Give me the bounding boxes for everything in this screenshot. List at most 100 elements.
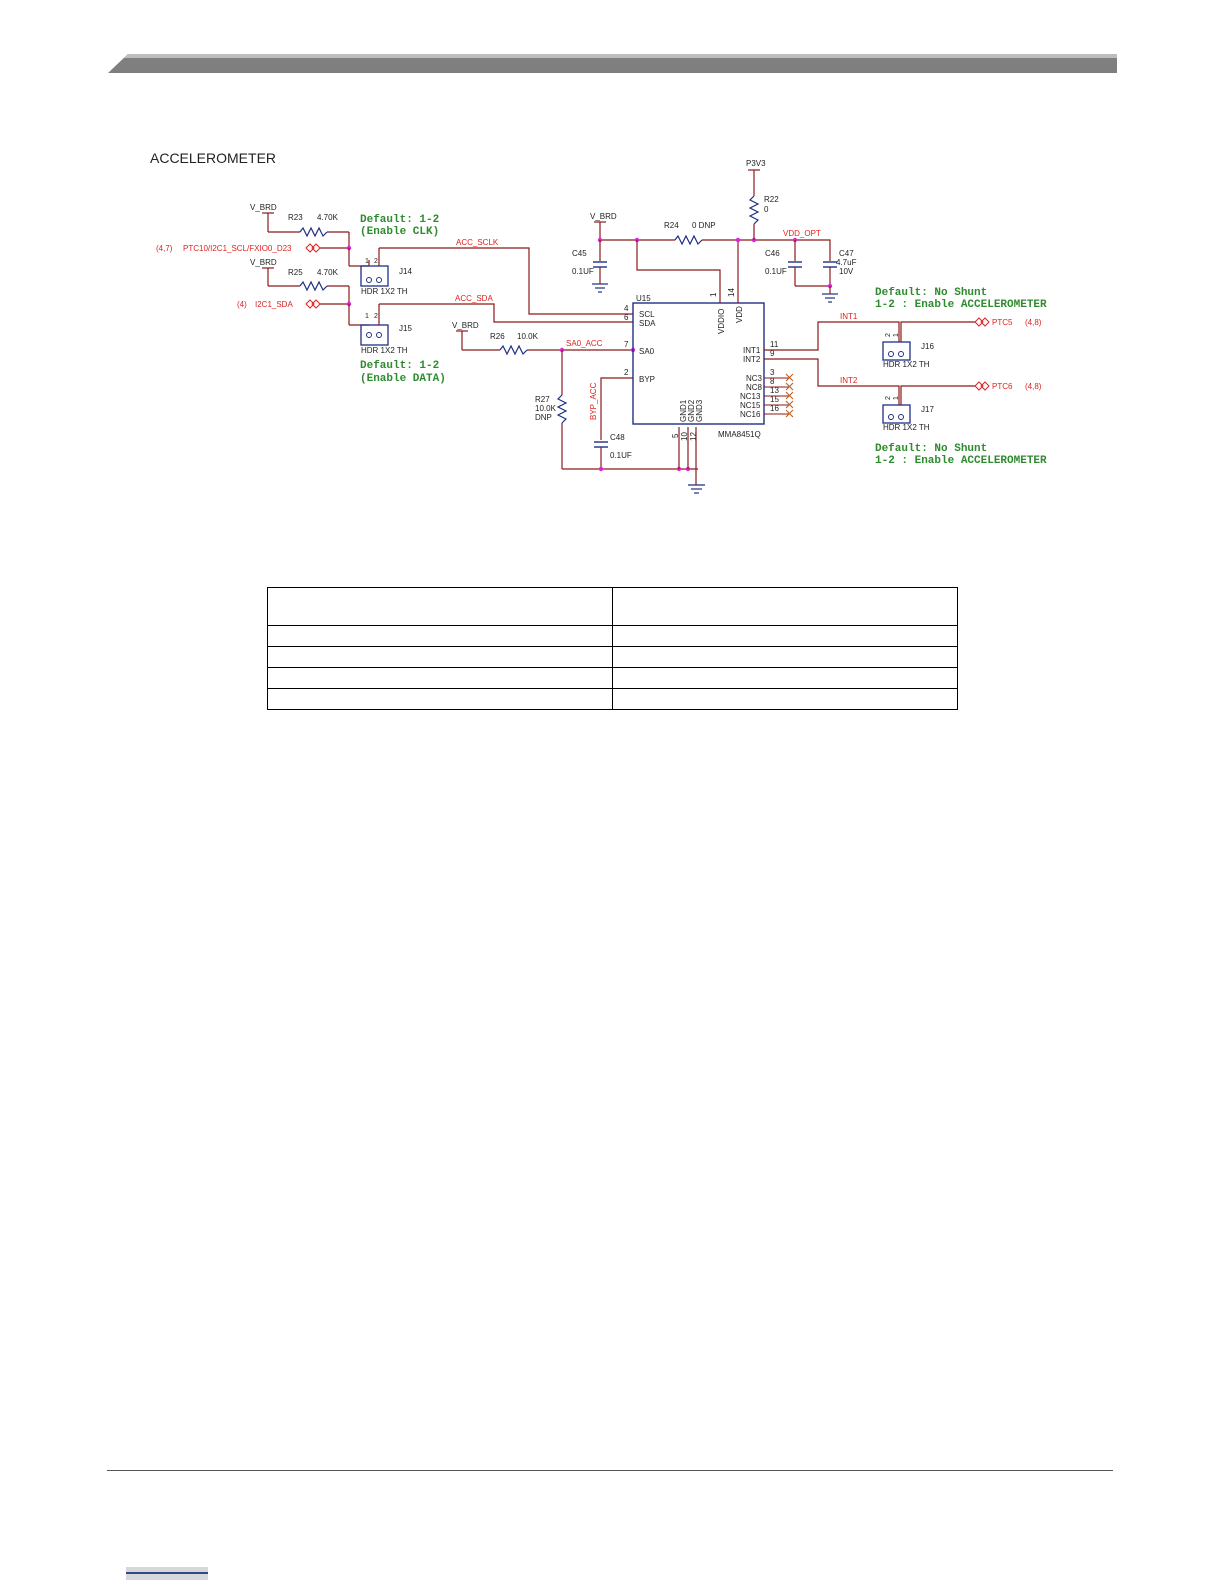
pin-nc3-name: NC3 bbox=[746, 374, 763, 383]
r26-value: 10.0K bbox=[517, 332, 539, 341]
footer-rule bbox=[107, 1470, 1113, 1471]
table-header-cell bbox=[612, 587, 958, 626]
ground-symbol-c45 bbox=[592, 283, 608, 293]
r27-ref: R27 bbox=[535, 395, 550, 404]
pin-vdd-num: 14 bbox=[727, 288, 736, 297]
pin-scl-num: 4 bbox=[624, 304, 629, 313]
nc-pin-stubs bbox=[764, 377, 790, 415]
pin-nc8-name: NC8 bbox=[746, 383, 763, 392]
pin-gnd2-num: 10 bbox=[680, 432, 689, 441]
pin-gnd1-num: 5 bbox=[671, 433, 680, 438]
r25-resistor bbox=[299, 280, 328, 292]
j14-pin1: 1 bbox=[365, 258, 369, 265]
ptc5-port-icon bbox=[974, 317, 990, 327]
j15-type: HDR 1X2 TH bbox=[361, 346, 408, 355]
pin-gnd2-name: GND2 bbox=[687, 399, 696, 422]
r23-value: 4.70K bbox=[317, 213, 339, 222]
vdd-opt-label: VDD_OPT bbox=[783, 229, 821, 238]
header-bar-shape bbox=[108, 54, 1117, 73]
r26-ref: R26 bbox=[490, 332, 505, 341]
acc-sda-wire bbox=[379, 303, 633, 323]
table-cell bbox=[267, 646, 613, 668]
j15-note-line2: (Enable DATA) bbox=[360, 373, 446, 385]
j16-type: HDR 1X2 TH bbox=[883, 360, 930, 369]
header-bar bbox=[108, 54, 1117, 73]
acc-sclk-wire bbox=[379, 247, 633, 315]
pin-vddio-num: 1 bbox=[709, 292, 718, 297]
ptc6-port-icon bbox=[974, 381, 990, 391]
table-row bbox=[267, 646, 958, 668]
c48-value: 0.1UF bbox=[610, 451, 632, 460]
j17-ref: J17 bbox=[921, 405, 934, 414]
j16-note-line1: Default: No Shunt bbox=[875, 287, 987, 299]
table-cell bbox=[612, 667, 958, 689]
int2-net-label: INT2 bbox=[840, 376, 858, 385]
pin-sa0-name: SA0 bbox=[639, 347, 655, 356]
c46-capacitor bbox=[788, 261, 802, 268]
j15-pin1: 1 bbox=[365, 313, 369, 320]
r25-ref: R25 bbox=[288, 268, 303, 277]
r23-ref: R23 bbox=[288, 213, 303, 222]
acc-sda-label: ACC_SDA bbox=[455, 294, 493, 303]
c46-value: 0.1UF bbox=[765, 267, 787, 276]
c47-value: 4.7uF bbox=[836, 258, 857, 267]
c47-voltage: 10V bbox=[839, 267, 854, 276]
pin-nc16-num: 16 bbox=[770, 404, 779, 413]
header-bar-highlight bbox=[124, 54, 1117, 58]
table-cell bbox=[267, 625, 613, 647]
ptc10-port-icon bbox=[305, 243, 321, 253]
ground-symbol-c47 bbox=[822, 293, 838, 303]
c45-value: 0.1UF bbox=[572, 267, 594, 276]
pin-int2-name: INT2 bbox=[743, 355, 761, 364]
i2c1-sda-net: I2C1_SDA bbox=[255, 300, 293, 309]
j14-ref: J14 bbox=[399, 267, 412, 276]
c46-ref: C46 bbox=[765, 249, 780, 258]
j15-pin2: 2 bbox=[374, 313, 378, 320]
v-brd-label-r25: V_BRD bbox=[250, 258, 277, 267]
pin-sda-num: 6 bbox=[624, 313, 629, 322]
pin-scl-name: SCL bbox=[639, 310, 655, 319]
table-row bbox=[267, 667, 958, 689]
j15-note-line1: Default: 1-2 bbox=[360, 360, 439, 372]
j16-note-line2: 1-2 : Enable ACCELEROMETER bbox=[875, 299, 1047, 311]
u15-ref: U15 bbox=[636, 294, 651, 303]
pin-byp-num: 2 bbox=[624, 368, 629, 377]
ptc5-ref: (4,8) bbox=[1025, 318, 1042, 327]
pin-nc13-num: 13 bbox=[770, 386, 779, 395]
sa0-acc-label: SA0_ACC bbox=[566, 339, 603, 348]
c48-ref: C48 bbox=[610, 433, 625, 442]
p3v3-label: P3V3 bbox=[746, 159, 766, 168]
j17-type: HDR 1X2 TH bbox=[883, 423, 930, 432]
c45-capacitor bbox=[593, 261, 607, 268]
table-cell bbox=[612, 625, 958, 647]
j16-pin1: 1 bbox=[893, 333, 900, 337]
v-brd-label-r26: V_BRD bbox=[452, 321, 479, 330]
r27-resistor bbox=[556, 394, 568, 424]
schematic-title: ACCELEROMETER bbox=[150, 150, 276, 166]
ptc10-net: PTC10/I2C1_SCL/FXIO0_D23 bbox=[183, 244, 292, 253]
c45-ref: C45 bbox=[572, 249, 587, 258]
footer-link-underline[interactable] bbox=[126, 1572, 208, 1574]
r22-value: 0 bbox=[764, 205, 769, 214]
r22-ref: R22 bbox=[764, 195, 779, 204]
no-connect-marks bbox=[785, 373, 794, 418]
byp-wire bbox=[600, 377, 633, 440]
r25-value: 4.70K bbox=[317, 268, 339, 277]
j17-note-line1: Default: No Shunt bbox=[875, 443, 987, 455]
j15-ref: J15 bbox=[399, 324, 412, 333]
pin-nc15-num: 15 bbox=[770, 395, 779, 404]
byp-acc-label: BYP_ACC bbox=[589, 382, 598, 420]
ptc10-ref: (4,7) bbox=[156, 244, 173, 253]
j14-note-line2: (Enable CLK) bbox=[360, 226, 439, 238]
pin-gnd3-name: GND3 bbox=[695, 399, 704, 422]
table-cell bbox=[267, 688, 613, 710]
pin-byp-name: BYP bbox=[639, 375, 655, 384]
accelerometer-schematic: ACCELEROMETER V_BRD R23 4.70K (4,7) PTC1… bbox=[150, 150, 1047, 494]
r24-resistor bbox=[674, 234, 703, 246]
pin-sda-name: SDA bbox=[639, 319, 656, 328]
j16-ref: J16 bbox=[921, 342, 934, 351]
table-cell bbox=[267, 667, 613, 689]
table-header-cell bbox=[267, 587, 613, 626]
j14-type: HDR 1X2 TH bbox=[361, 287, 408, 296]
table-header-row bbox=[267, 587, 958, 626]
